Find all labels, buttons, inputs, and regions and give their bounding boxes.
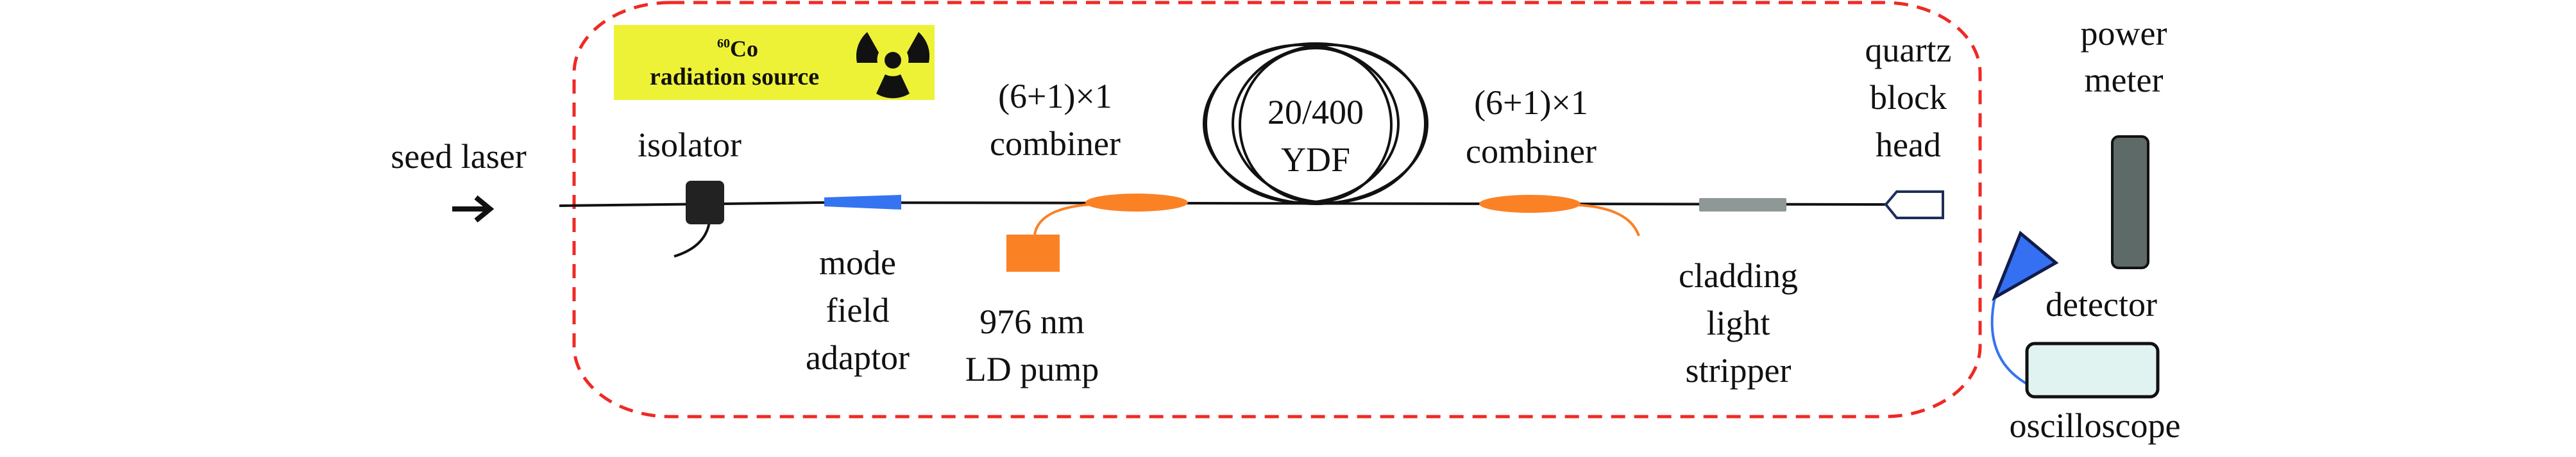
- combiner1: [1085, 194, 1188, 212]
- detector-label: detector: [2046, 285, 2157, 324]
- isolator-tail: [674, 221, 711, 258]
- mode-field-adaptor-label-1: mode: [819, 244, 896, 282]
- isotope-mass: 60: [717, 37, 730, 51]
- combiner2-tail: [1579, 204, 1640, 237]
- oscilloscope: [2025, 342, 2160, 399]
- radiation-source-panel: 60Co radiation source: [614, 25, 935, 100]
- stripper-label-2: light: [1706, 304, 1770, 342]
- radiation-trefoil-icon: [856, 32, 930, 99]
- power-meter-label-2: meter: [2085, 61, 2164, 99]
- combiner2-label-1: (6+1)×1: [1474, 83, 1588, 122]
- isotope-symbol: Co: [730, 36, 758, 62]
- ydf-coil: [1203, 42, 1428, 205]
- cladding-light-stripper: [1699, 198, 1786, 212]
- radiation-enclosure: [572, 1, 1982, 419]
- power-meter-label-1: power: [2081, 14, 2167, 53]
- combiner1-label-1: (6+1)×1: [998, 77, 1112, 115]
- quartz-block-head: [1884, 190, 1944, 219]
- mode-field-adaptor-label-3: adaptor: [806, 338, 910, 377]
- ydf-label-2: YDF: [1281, 140, 1350, 179]
- svg-text:60Co: 60Co: [717, 36, 758, 62]
- ydf-label-1: 20/400: [1267, 93, 1364, 131]
- arrow-right-icon: [452, 195, 495, 223]
- stripper-label-3: stripper: [1686, 351, 1792, 390]
- seed-laser-label: seed laser: [391, 137, 526, 176]
- mode-field-adaptor: [824, 195, 901, 210]
- isolator: [686, 181, 724, 224]
- combiner1-label-2: combiner: [990, 124, 1121, 163]
- power-meter: [2111, 135, 2149, 269]
- ld-pump-label-2: LD pump: [965, 350, 1099, 388]
- detector: [1992, 230, 2059, 301]
- quartz-label-1: quartz: [1865, 31, 1952, 69]
- mode-field-adaptor-label-2: field: [826, 291, 890, 329]
- detector-cable: [1990, 297, 2029, 386]
- fiber-line: [559, 201, 1886, 207]
- pump-fiber: [1033, 203, 1091, 235]
- isolator-label: isolator: [638, 126, 741, 164]
- combiner2: [1479, 195, 1580, 213]
- oscilloscope-label: oscilloscope: [2010, 406, 2181, 445]
- quartz-label-3: head: [1876, 126, 1941, 164]
- combiner2-label-2: combiner: [1466, 132, 1597, 170]
- quartz-label-2: block: [1870, 78, 1947, 117]
- ld-pump-label-1: 976 nm: [979, 303, 1085, 341]
- ld-pump: [1006, 235, 1060, 272]
- stripper-label-1: cladding: [1679, 256, 1798, 295]
- radiation-source-label: radiation source: [650, 63, 819, 90]
